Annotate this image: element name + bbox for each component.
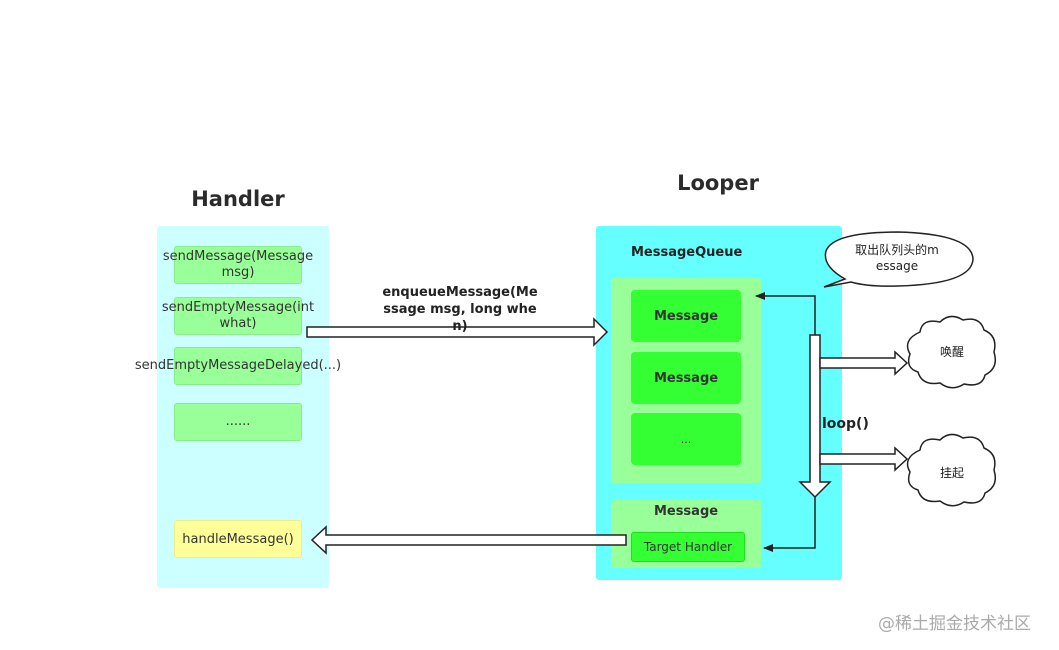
suspend-cloud — [906, 433, 997, 507]
suspend-text: 挂起 — [939, 466, 964, 480]
dispatch-arrow — [310, 525, 627, 555]
enqueue-label: enqueueMessage(Message msg, long when) — [382, 285, 538, 334]
looper-title: Looper — [677, 171, 759, 195]
queue-message-2: Message — [631, 352, 741, 404]
dispatched-message-label: Message — [653, 504, 719, 519]
watermark: @稀土掘金技术社区 — [878, 614, 1031, 634]
enqueue-arrow — [306, 317, 609, 347]
method-send-message: sendMessage(Message msg) — [163, 246, 313, 284]
method-send-empty-message: sendEmptyMessage(int what) — [162, 297, 314, 335]
wake-cloud — [906, 315, 997, 389]
loop-label: loop() — [822, 416, 869, 432]
suspend-arrow — [819, 446, 909, 472]
deliver-line — [763, 497, 816, 552]
handle-message-box: handleMessage() — [174, 520, 302, 558]
dequeue-line — [755, 292, 816, 335]
message-queue-label: MessageQueue — [631, 245, 743, 260]
wake-text: 唤醒 — [939, 345, 964, 359]
queue-message-more: ... — [631, 413, 741, 465]
queue-message-1: Message — [631, 290, 741, 342]
method-send-empty-message-delayed: sendEmptyMessageDelayed(...) — [135, 347, 341, 385]
method-more: ...... — [174, 403, 302, 441]
dequeue-callout-bubble — [823, 231, 974, 288]
handler-title: Handler — [191, 187, 285, 211]
wake-arrow — [819, 350, 909, 376]
target-handler-box: Target Handler — [631, 532, 745, 562]
dequeue-callout-text: 取出队列头的message — [855, 243, 939, 273]
